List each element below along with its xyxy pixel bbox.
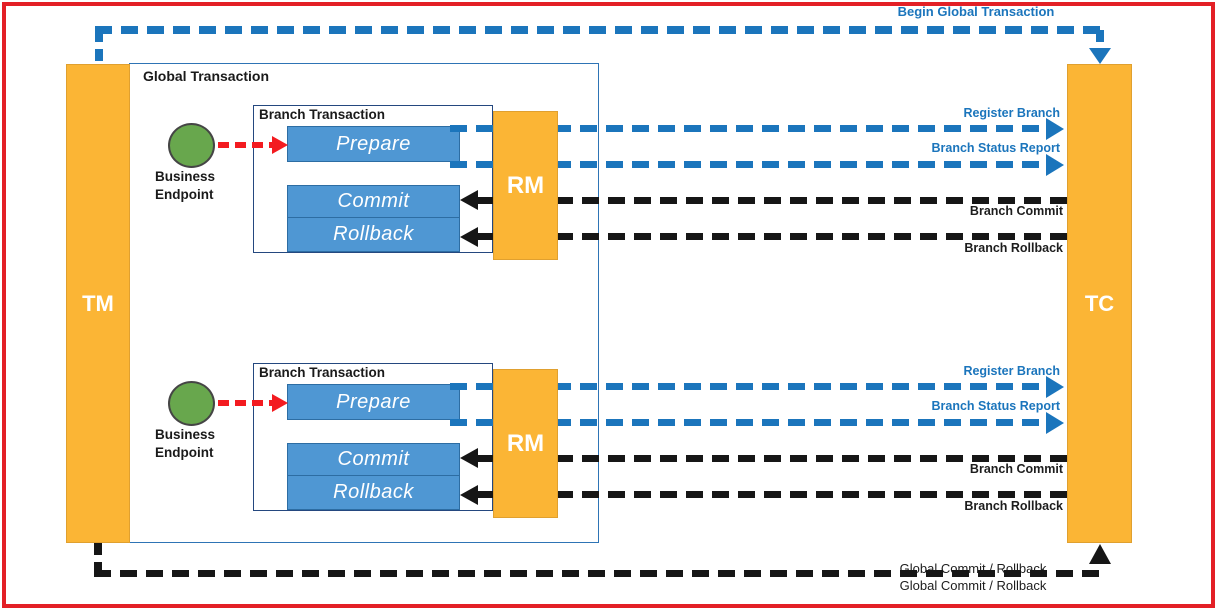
branch-group-1: Branch Transaction Prepare Commit Rollba… [0,105,1223,265]
commit-step: Commit [287,443,460,476]
transaction-manager-bar: TM [66,64,130,543]
branch-rollback-arrowhead-icon [460,485,478,505]
branch-commit-arrowhead-icon [460,448,478,468]
register-branch-label: Register Branch [963,106,1060,120]
register-branch-line [450,383,1046,390]
global-commit-rollback-line-bottom [94,570,1107,577]
business-endpoint-icon [168,381,215,426]
register-branch-arrowhead-icon [1046,118,1064,140]
rollback-step: Rollback [287,217,460,252]
invoke-arrowhead-icon [272,136,288,154]
global-transaction-label: Global Transaction [143,68,270,84]
resource-manager-label: RM [506,429,545,457]
resource-manager-box: RM [493,111,558,260]
rollback-step-label: Rollback [333,481,414,503]
register-branch-arrowhead-icon [1046,376,1064,398]
transaction-coordinator-label: TC [1084,290,1115,316]
transaction-coordinator-bar: TC [1067,64,1132,543]
business-endpoint-label: Business Endpoint [155,427,216,460]
branch-rollback-line [478,233,1067,240]
branch-commit-line [478,197,1067,204]
begin-global-transaction-arrowhead-icon [1089,48,1111,64]
branch-commit-label: Branch Commit [969,204,1063,218]
prepare-step: Prepare [287,384,460,420]
register-branch-line [450,125,1046,132]
begin-global-transaction-line-right [1096,30,1104,48]
register-branch-label: Register Branch [963,364,1060,378]
branch-status-report-arrowhead-icon [1046,412,1064,434]
prepare-step: Prepare [287,126,460,162]
global-commit-rollback-arrowhead-icon [1089,544,1111,564]
branch-status-report-line [450,419,1046,426]
branch-status-report-label: Branch Status Report [931,141,1061,155]
branch-status-report-label: Branch Status Report [931,399,1061,413]
rollback-step-label: Rollback [333,223,414,245]
branch-commit-line [478,455,1067,462]
global-commit-rollback-line-left [94,543,102,577]
branch-status-report-arrowhead-icon [1046,154,1064,176]
resource-manager-label: RM [506,171,545,199]
branch-commit-arrowhead-icon [460,190,478,210]
prepare-step-label: Prepare [336,390,411,413]
begin-global-transaction-line-left [95,30,103,64]
invoke-arrow-line [218,142,272,148]
prepare-step-label: Prepare [336,132,411,155]
resource-manager-box: RM [493,369,558,518]
branch-rollback-line [478,491,1067,498]
branch-transaction-label: Branch Transaction [259,107,386,122]
commit-step: Commit [287,185,460,218]
begin-global-transaction-line-top [95,26,1104,34]
commit-step-label: Commit [337,448,410,470]
branch-rollback-label: Branch Rollback [964,241,1063,255]
business-endpoint-icon [168,123,215,168]
invoke-arrow-line [218,400,272,406]
branch-group-2: Branch Transaction Prepare Commit Rollba… [0,363,1223,523]
branch-transaction-label: Branch Transaction [259,365,386,380]
branch-rollback-label: Branch Rollback [964,499,1063,513]
commit-step-label: Commit [337,190,410,212]
branch-status-report-line [450,161,1046,168]
transaction-manager-label: TM [82,290,114,316]
branch-commit-label: Branch Commit [969,462,1063,476]
begin-global-transaction-label: Begin Global Transaction [897,4,1055,19]
branch-rollback-arrowhead-icon [460,227,478,247]
invoke-arrowhead-icon [272,394,288,412]
rollback-step: Rollback [287,475,460,510]
outer-red-frame [2,2,1215,608]
business-endpoint-label: Business Endpoint [155,169,216,202]
global-commit-rollback-label: Global Commit / Rollback [899,578,1047,593]
